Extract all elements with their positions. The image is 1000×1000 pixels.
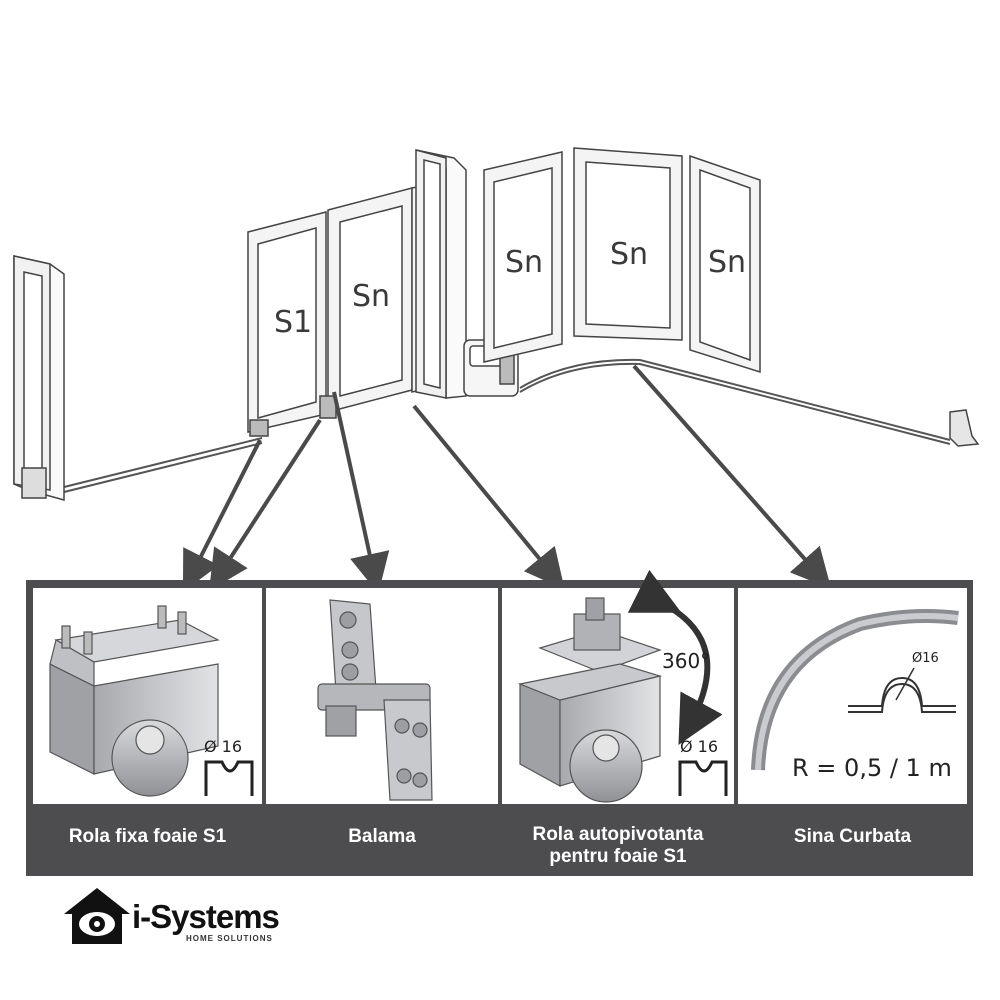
panel-sn-5: Sn — [689, 154, 761, 374]
middle-post — [415, 149, 467, 399]
rola-fixa-spec-text: Ø 16 — [204, 737, 242, 756]
panel-s1: S1 — [247, 211, 327, 437]
rola-autopivotanta-spec: Ø 16 — [678, 737, 728, 796]
sina-curbata-illustration — [751, 609, 959, 771]
brand-tagline: HOME SOLUTIONS — [186, 934, 273, 943]
caption-rola-autopivotanta-line1: Rola autopivotanta — [532, 824, 704, 845]
callout-arrows — [182, 364, 832, 594]
rola-fixa-illustration — [49, 605, 220, 797]
rotation-text: 360° — [662, 649, 710, 673]
sina-curbata-spec-text: Ø16 — [912, 651, 939, 666]
caption-rola-fixa: Rola fixa foaie S1 — [68, 826, 227, 847]
panel-sn-3: Sn — [483, 151, 563, 363]
panel-sn-4: Sn — [573, 147, 683, 341]
rotation-indicator: 360° — [627, 569, 723, 746]
panel-label-sn-5: Sn — [708, 245, 746, 280]
rola-autopivotanta-spec-text: Ø 16 — [680, 737, 718, 756]
balama-illustration — [317, 599, 433, 801]
brand-name: i-Systems — [132, 898, 280, 935]
caption-rola-autopivotanta: Rola autopivotanta pentru foaie S1 — [502, 824, 734, 868]
panel-sn-1: Sn — [319, 187, 413, 419]
rola-autopivotanta-illustration — [517, 597, 663, 803]
caption-balama: Balama — [348, 826, 416, 847]
left-post — [13, 255, 65, 501]
rola-fixa-spec: Ø 16 — [204, 737, 254, 796]
caption-sina-curbata: Sina Curbata — [793, 826, 912, 847]
panel-label-sn-1: Sn — [352, 279, 390, 314]
end-stop — [949, 409, 980, 447]
caption-rola-autopivotanta-line2: pentru foaie S1 — [549, 846, 687, 867]
panel-label-s1: S1 — [274, 305, 312, 340]
sina-curbata-radius: R = 0,5 / 1 m — [792, 754, 952, 782]
ground-track — [59, 358, 951, 494]
panel-label-sn-3: Sn — [505, 245, 543, 280]
panel-label-sn-4: Sn — [610, 237, 648, 272]
brand-house-icon — [64, 888, 130, 944]
